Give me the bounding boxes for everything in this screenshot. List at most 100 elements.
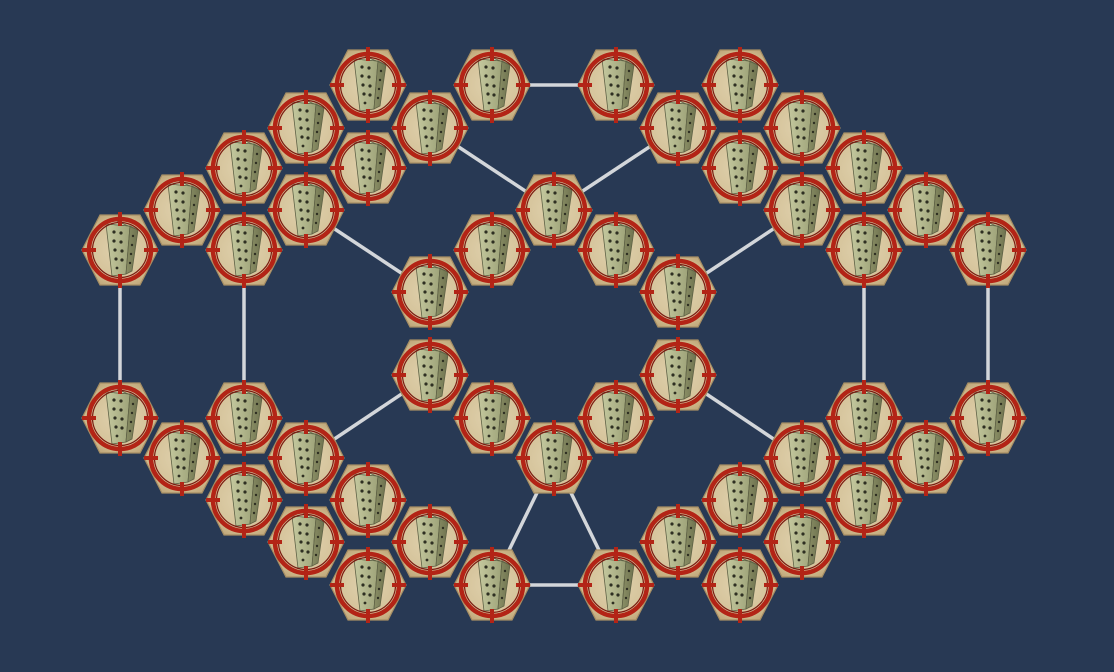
- building-target-icon: [330, 462, 406, 538]
- building-target-tile[interactable]: [764, 172, 840, 248]
- building-target-tile[interactable]: [640, 504, 716, 580]
- building-target-icon: [144, 172, 220, 248]
- building-target-icon: [268, 504, 344, 580]
- building-target-tile[interactable]: [578, 212, 654, 288]
- building-target-tile[interactable]: [330, 47, 406, 123]
- building-target-icon: [702, 547, 778, 623]
- building-target-tile[interactable]: [578, 547, 654, 623]
- building-target-icon: [640, 90, 716, 166]
- building-target-tile[interactable]: [268, 504, 344, 580]
- building-target-tile[interactable]: [764, 90, 840, 166]
- building-target-tile[interactable]: [888, 172, 964, 248]
- building-target-tile[interactable]: [454, 547, 530, 623]
- building-target-icon: [330, 547, 406, 623]
- building-target-tile[interactable]: [888, 420, 964, 496]
- building-target-tile[interactable]: [454, 380, 530, 456]
- building-target-tile[interactable]: [764, 504, 840, 580]
- building-target-icon: [82, 380, 158, 456]
- building-target-icon: [578, 47, 654, 123]
- building-target-icon: [268, 90, 344, 166]
- building-target-icon: [578, 212, 654, 288]
- building-target-tile[interactable]: [640, 254, 716, 330]
- building-target-icon: [454, 380, 530, 456]
- building-target-tile[interactable]: [826, 380, 902, 456]
- building-target-icon: [764, 504, 840, 580]
- building-target-tile[interactable]: [454, 47, 530, 123]
- building-target-icon: [888, 172, 964, 248]
- building-target-tile[interactable]: [206, 462, 282, 538]
- building-target-tile[interactable]: [764, 420, 840, 496]
- building-target-icon: [578, 547, 654, 623]
- building-target-tile[interactable]: [392, 254, 468, 330]
- building-target-icon: [702, 47, 778, 123]
- building-target-icon: [206, 212, 282, 288]
- building-target-tile[interactable]: [82, 212, 158, 288]
- building-target-tile[interactable]: [950, 380, 1026, 456]
- building-target-icon: [640, 337, 716, 413]
- building-target-tile[interactable]: [826, 462, 902, 538]
- building-target-icon: [640, 254, 716, 330]
- building-target-icon: [702, 462, 778, 538]
- building-target-icon: [268, 420, 344, 496]
- building-target-icon: [330, 47, 406, 123]
- building-target-icon: [454, 47, 530, 123]
- building-target-icon: [268, 172, 344, 248]
- building-target-icon: [578, 380, 654, 456]
- building-target-icon: [392, 504, 468, 580]
- building-target-icon: [764, 172, 840, 248]
- building-target-tile[interactable]: [578, 380, 654, 456]
- building-target-tile[interactable]: [268, 172, 344, 248]
- building-target-tile[interactable]: [206, 380, 282, 456]
- building-target-tile[interactable]: [950, 212, 1026, 288]
- building-target-icon: [516, 420, 592, 496]
- building-target-icon: [702, 130, 778, 206]
- building-target-tile[interactable]: [330, 462, 406, 538]
- building-target-icon: [826, 380, 902, 456]
- building-target-icon: [826, 212, 902, 288]
- building-target-tile[interactable]: [206, 212, 282, 288]
- building-target-icon: [144, 420, 220, 496]
- building-target-icon: [764, 420, 840, 496]
- building-target-tile[interactable]: [392, 504, 468, 580]
- building-target-icon: [888, 420, 964, 496]
- building-target-icon: [330, 130, 406, 206]
- building-target-tile[interactable]: [82, 380, 158, 456]
- building-target-icon: [826, 462, 902, 538]
- building-target-icon: [640, 504, 716, 580]
- building-target-tile[interactable]: [702, 47, 778, 123]
- building-target-icon: [950, 380, 1026, 456]
- building-target-tile[interactable]: [392, 337, 468, 413]
- building-target-tile[interactable]: [826, 212, 902, 288]
- building-target-icon: [206, 380, 282, 456]
- building-target-tile[interactable]: [640, 90, 716, 166]
- building-target-icon: [516, 172, 592, 248]
- building-target-icon: [82, 212, 158, 288]
- building-target-tile[interactable]: [392, 90, 468, 166]
- building-target-icon: [206, 130, 282, 206]
- building-target-icon: [392, 337, 468, 413]
- building-target-tile[interactable]: [516, 172, 592, 248]
- building-target-icon: [826, 130, 902, 206]
- building-target-tile[interactable]: [702, 547, 778, 623]
- building-target-tile[interactable]: [702, 130, 778, 206]
- building-target-icon: [454, 212, 530, 288]
- building-target-tile[interactable]: [268, 420, 344, 496]
- building-target-tile[interactable]: [330, 130, 406, 206]
- building-target-icon: [206, 462, 282, 538]
- building-target-tile[interactable]: [702, 462, 778, 538]
- building-target-tile[interactable]: [268, 90, 344, 166]
- tile-layer: [82, 47, 1026, 623]
- building-target-icon: [950, 212, 1026, 288]
- building-target-tile[interactable]: [640, 337, 716, 413]
- building-target-tile[interactable]: [330, 547, 406, 623]
- building-target-tile[interactable]: [826, 130, 902, 206]
- building-target-tile[interactable]: [206, 130, 282, 206]
- building-target-tile[interactable]: [454, 212, 530, 288]
- building-target-tile[interactable]: [516, 420, 592, 496]
- building-target-icon: [392, 254, 468, 330]
- building-target-tile[interactable]: [144, 172, 220, 248]
- building-target-tile[interactable]: [144, 420, 220, 496]
- building-target-icon: [454, 547, 530, 623]
- building-target-tile[interactable]: [578, 47, 654, 123]
